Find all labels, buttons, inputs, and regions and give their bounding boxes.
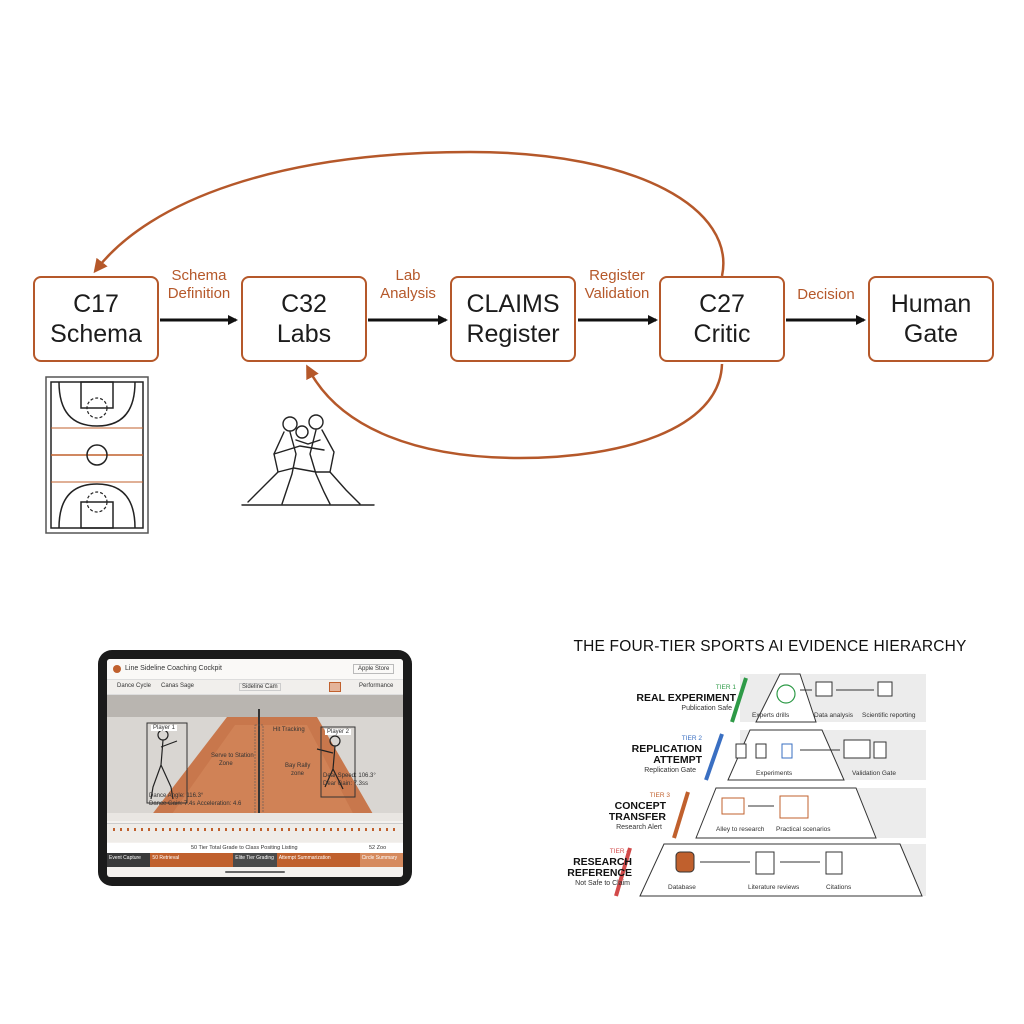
status-cell-grading[interactable]: Elite Tier Grading bbox=[233, 853, 277, 867]
timeline-caption-row: 50 Tier Total Grade to Class Positing Li… bbox=[107, 843, 403, 853]
toolbar-item-sideline-cam[interactable]: Sideline Cam bbox=[239, 683, 281, 691]
toolbar-item-canas-sage[interactable]: Canas Sage bbox=[161, 683, 195, 689]
basketball-court-icon bbox=[45, 376, 149, 534]
tier-4-number: TIER 4 bbox=[609, 848, 630, 855]
right-stats-b: Dear Gain: 7.3ss bbox=[323, 781, 369, 787]
tier-3-item-practical: Practical scenarios bbox=[776, 826, 831, 833]
tier-4-sub: Not Safe to Claim bbox=[575, 880, 630, 887]
home-indicator bbox=[225, 871, 285, 873]
tier-2-icons bbox=[735, 739, 887, 759]
tier-1-item-reporting: Scientific reporting bbox=[862, 712, 916, 719]
tier-2-number: TIER 2 bbox=[681, 735, 702, 742]
tier-1-item-data: Data analysis bbox=[814, 712, 854, 719]
tier-1-number: TIER 1 bbox=[715, 684, 736, 691]
edge-label-decision: Decision bbox=[797, 286, 855, 303]
tier-3-sub: Research Alert bbox=[616, 824, 662, 831]
tablet-screen: Line Sideline Coaching Cockpit Apple Sto… bbox=[107, 659, 403, 877]
app-toolbar: Dance Cycle Canas Sage Sideline Cam Perf… bbox=[107, 680, 403, 695]
hit-tracking-label: Hit Tracking bbox=[273, 727, 305, 733]
record-toggle-icon[interactable] bbox=[329, 682, 341, 692]
status-cell-event[interactable]: Event Capture bbox=[107, 853, 151, 867]
left-stats-a: Dance Angle: 116.3° bbox=[149, 793, 204, 799]
app-title: Line Sideline Coaching Cockpit bbox=[125, 665, 222, 672]
tier-1-slice bbox=[755, 673, 817, 723]
court-view bbox=[107, 695, 403, 821]
serve-zone-label: Zone bbox=[219, 761, 233, 767]
toolbar-item-dance-cycle[interactable]: Dance Cycle bbox=[117, 683, 152, 689]
tier-1-icons bbox=[776, 681, 893, 704]
tier-2-item-experiments: Experiments bbox=[756, 770, 793, 777]
status-cell-summarization[interactable]: Attempt Summarization bbox=[276, 853, 360, 867]
tier-4-item-database: Database bbox=[668, 884, 696, 891]
evidence-pyramid bbox=[614, 673, 926, 897]
tier-3-icons bbox=[721, 795, 809, 819]
bottom-status-row: Event Capture 50 Retrieval Elite Tier Gr… bbox=[107, 853, 403, 867]
tier-1-item-experts: Experts drills bbox=[752, 712, 790, 719]
loop-critic-to-schema bbox=[93, 150, 725, 277]
tier-4-item-literature: Literature reviews bbox=[748, 884, 800, 891]
timeline-bar[interactable] bbox=[107, 823, 403, 842]
tier-4-icons bbox=[675, 851, 843, 875]
status-cell-circle[interactable]: Circle Summary bbox=[359, 853, 403, 867]
loop-critic-to-labs bbox=[306, 363, 724, 460]
coaching-tablet: Line Sideline Coaching Cockpit Apple Sto… bbox=[98, 650, 412, 886]
tier-1-name: REAL EXPERIMENT bbox=[636, 692, 736, 704]
right-stats-a: Dear Speed: 106.3° bbox=[323, 773, 376, 779]
tier-4-slice bbox=[639, 843, 923, 897]
status-cell-retrieval[interactable]: 50 Retrieval bbox=[150, 853, 234, 867]
flow-connectors bbox=[93, 150, 866, 460]
bay-rally-label: Bay Rally bbox=[285, 763, 311, 769]
serve-station-label: Serve to Station bbox=[211, 753, 254, 759]
timeline-caption: 50 Tier Total Grade to Class Positing Li… bbox=[191, 845, 298, 851]
bay-zone-label: zone bbox=[291, 771, 305, 777]
tier-2-sub: Replication Gate bbox=[644, 767, 696, 774]
tier-3-item-alley: Alley to research bbox=[716, 826, 765, 833]
tier-2-item-validation: Validation Gate bbox=[852, 770, 896, 777]
toolbar-item-performance[interactable]: Performance bbox=[359, 683, 394, 689]
app-logo-icon bbox=[113, 665, 121, 673]
player-1-label: Player 1 bbox=[151, 725, 178, 731]
tier-4-item-citations: Citations bbox=[826, 884, 852, 891]
timeline-right-label: 52 Zoo bbox=[369, 845, 387, 851]
app-header: Line Sideline Coaching Cockpit Apple Sto… bbox=[107, 659, 403, 680]
left-stats-b: Dance Gain: 7.4s Acceleration: 4.6 bbox=[149, 801, 242, 807]
tier-1-sub: Publication Safe bbox=[681, 705, 732, 712]
player-2-label: Player 2 bbox=[325, 729, 352, 735]
wrestlers-icon bbox=[241, 414, 375, 506]
apple-store-button[interactable]: Apple Store bbox=[353, 664, 395, 674]
tier-3-number: TIER 3 bbox=[649, 792, 670, 799]
pyramid-title: THE FOUR-TIER SPORTS AI EVIDENCE HIERARC… bbox=[573, 638, 967, 655]
